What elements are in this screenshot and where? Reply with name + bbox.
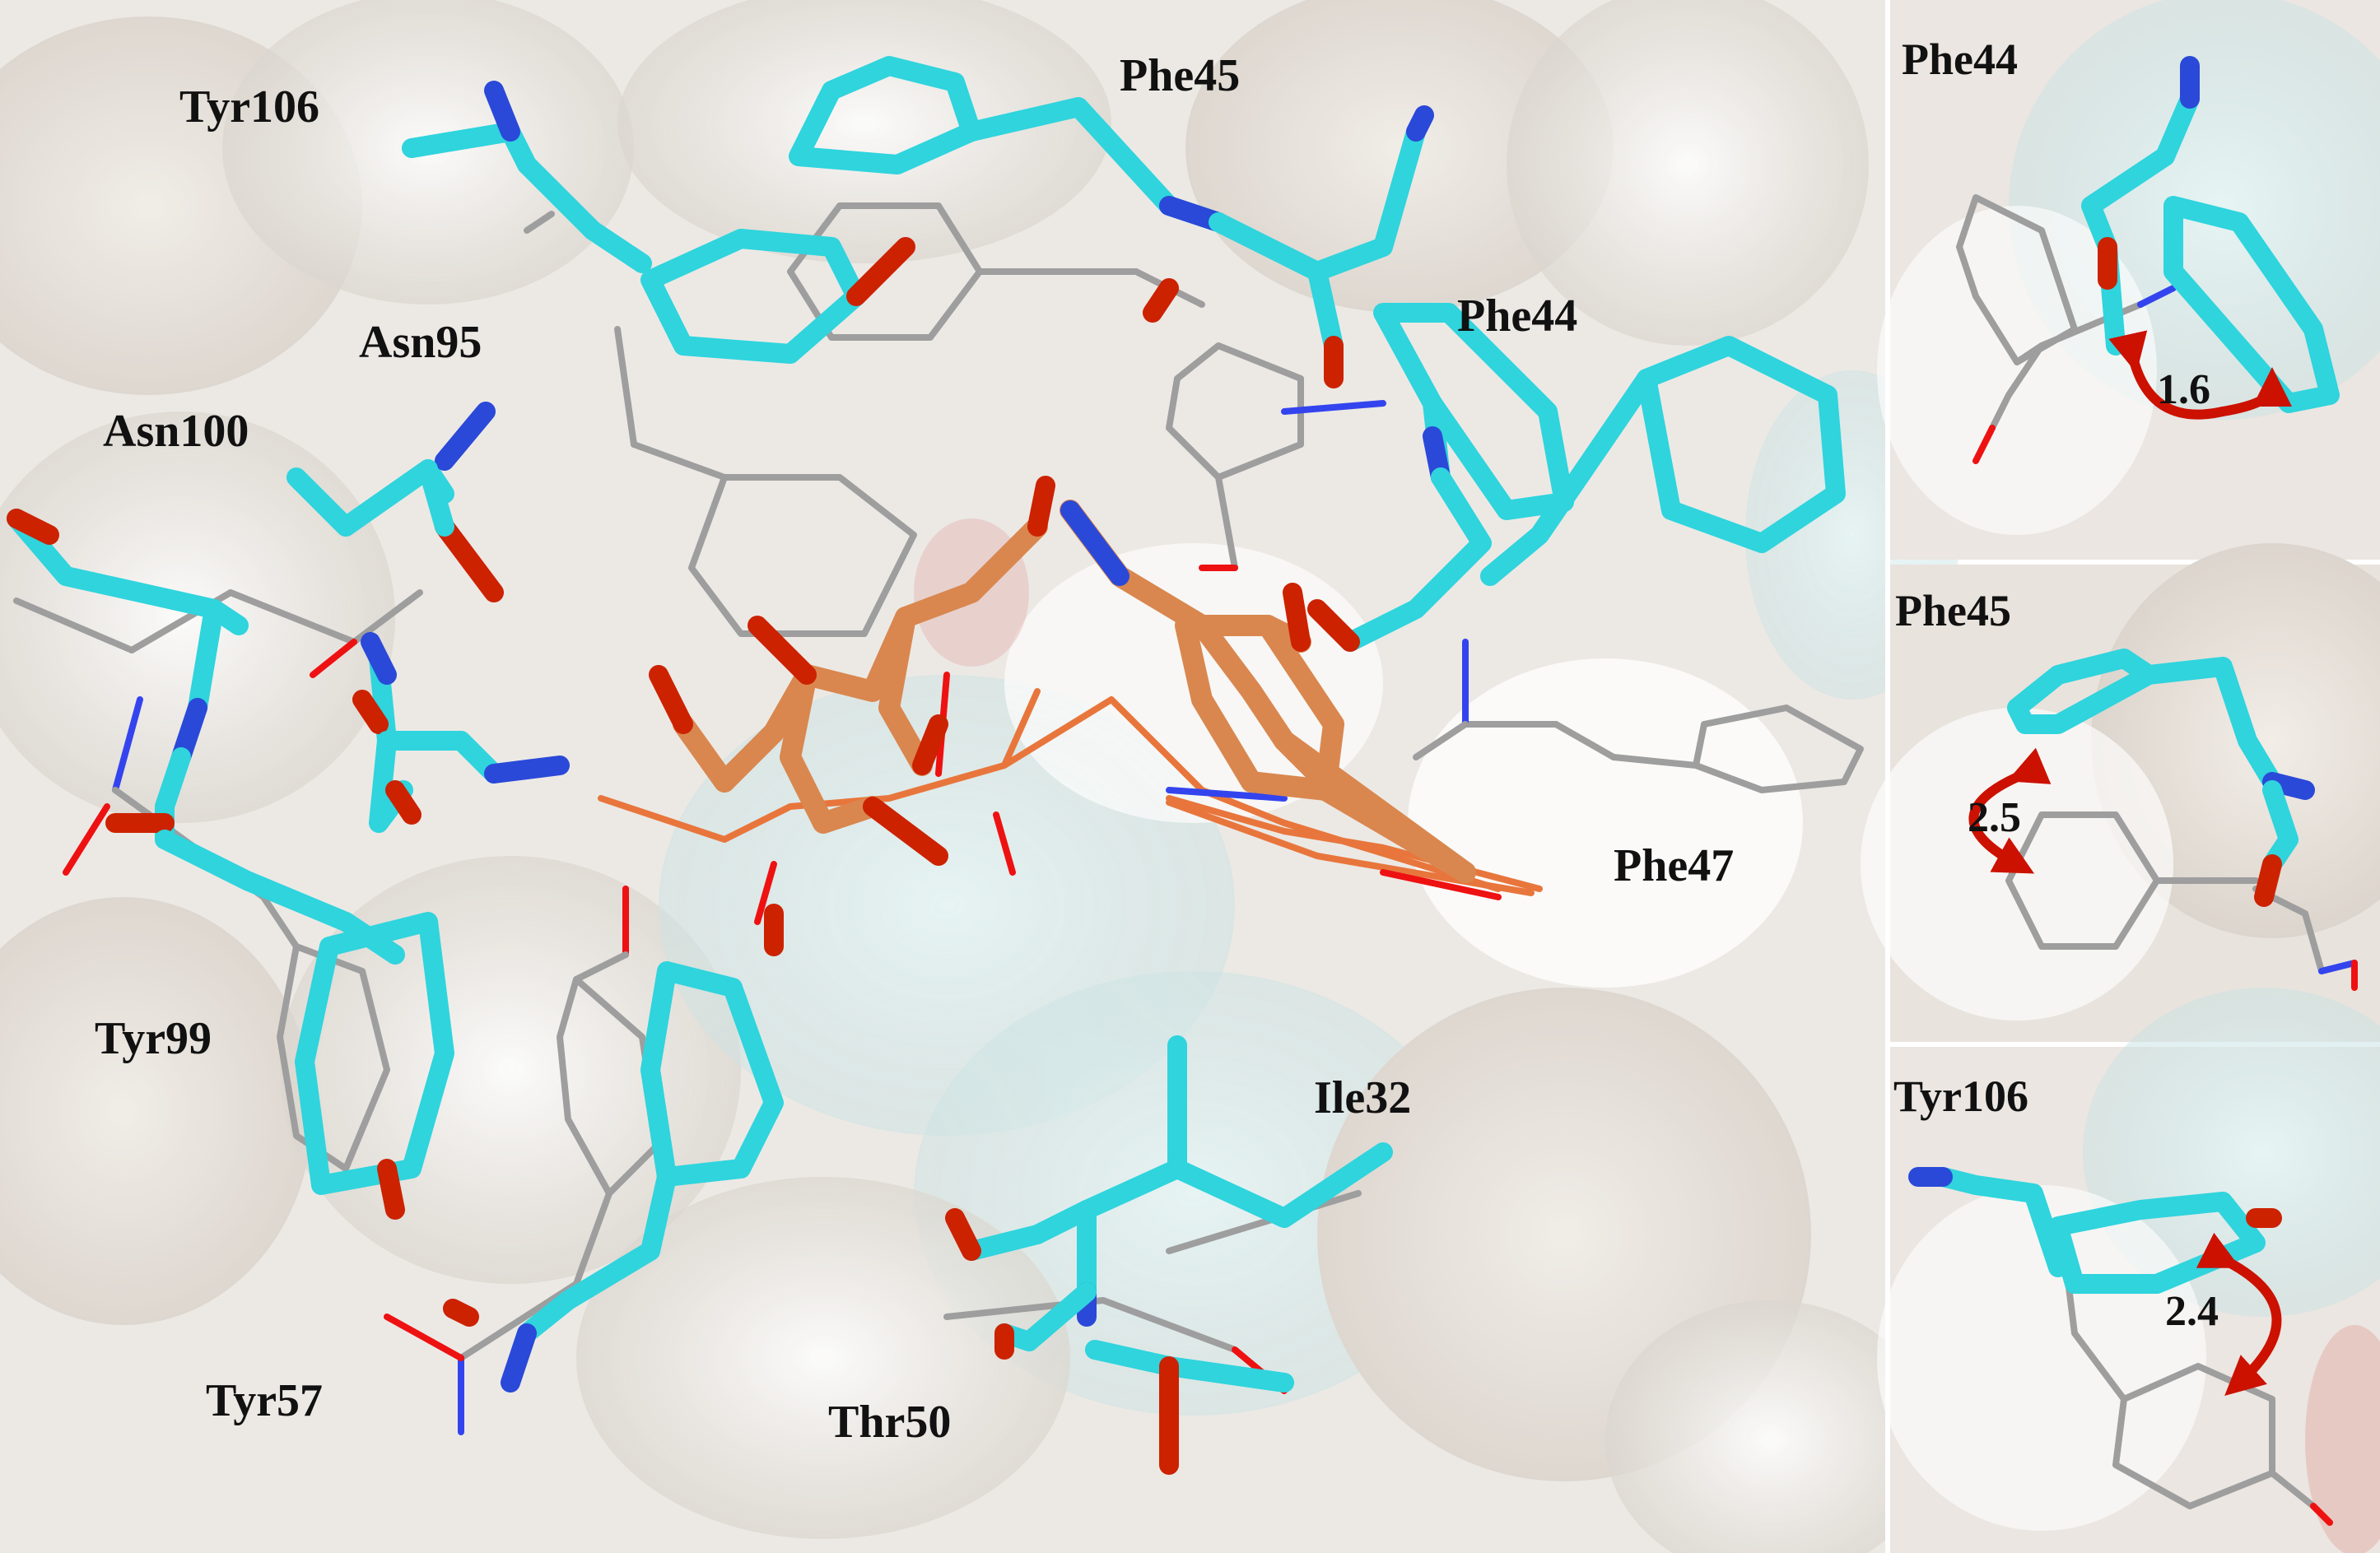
- main-panel: Tyr106 Phe45 Asn95 Phe44 Asn100 Phe47 Ty…: [0, 0, 1959, 1553]
- inset-label-tyr106: Tyr106: [1893, 1072, 2028, 1121]
- inset-phe45: Phe45 2.5: [1861, 543, 2380, 1042]
- inset-label-phe45: Phe45: [1895, 586, 2011, 635]
- residue-labels: Tyr106 Phe45 Asn95 Phe44 Asn100 Phe47 Ty…: [95, 50, 1734, 1448]
- label-thr50: Thr50: [828, 1397, 951, 1448]
- label-asn100: Asn100: [103, 406, 249, 457]
- inset-value-phe44: 1.6: [2157, 366, 2210, 413]
- protein-surface: [0, 0, 1959, 1553]
- label-phe47: Phe47: [1614, 840, 1734, 891]
- inset-value-phe45: 2.5: [1968, 794, 2021, 841]
- inset-phe44: Phe44 1.6: [1877, 0, 2380, 560]
- inset-value-tyr106: 2.4: [2165, 1288, 2219, 1335]
- label-phe45: Phe45: [1120, 50, 1240, 101]
- label-tyr106: Tyr106: [179, 81, 319, 133]
- label-phe44: Phe44: [1457, 291, 1577, 342]
- label-asn95: Asn95: [359, 317, 482, 368]
- residues: [7, 56, 1846, 1475]
- label-ile32: Ile32: [1314, 1072, 1411, 1123]
- label-tyr99: Tyr99: [95, 1013, 212, 1064]
- inset-label-phe44: Phe44: [1902, 35, 2018, 84]
- inset-tyr106: Tyr106 2.4: [1877, 988, 2380, 1553]
- ligand: [598, 476, 1543, 925]
- label-tyr57: Tyr57: [206, 1375, 323, 1426]
